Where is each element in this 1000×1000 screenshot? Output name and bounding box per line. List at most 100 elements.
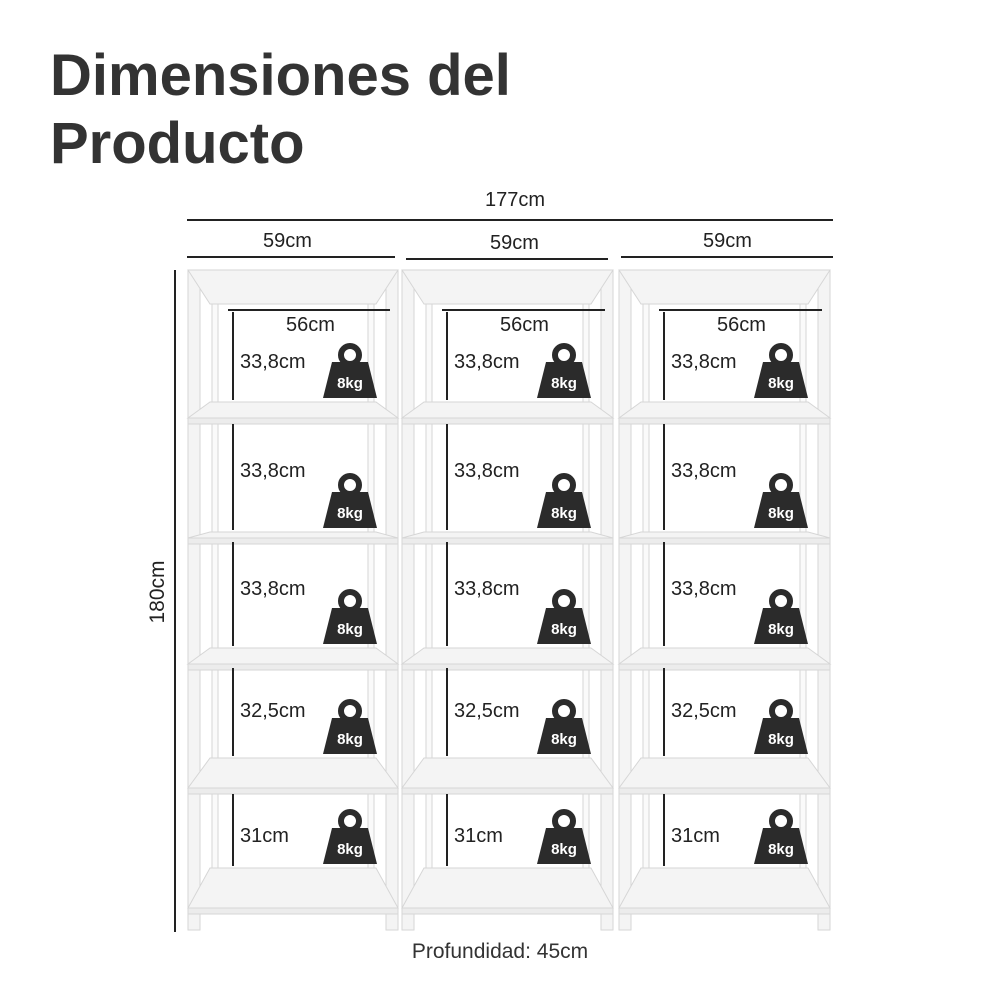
shelf-board-3 bbox=[186, 647, 400, 665]
top-board bbox=[187, 269, 399, 305]
shelf-height-label: 33,8cm bbox=[671, 460, 737, 482]
weight-icon: 8kg bbox=[754, 589, 808, 644]
weight-body bbox=[537, 608, 591, 644]
shelf-edge-3 bbox=[187, 663, 399, 671]
shelf-module-2 bbox=[400, 269, 615, 931]
shelf-board-4 bbox=[187, 757, 399, 789]
weight-body bbox=[537, 492, 591, 528]
shelf-edge-1 bbox=[401, 417, 614, 425]
shelf-edge-4 bbox=[187, 787, 399, 795]
weight-label: 8kg bbox=[337, 621, 363, 638]
shelf-edge-3 bbox=[401, 663, 614, 671]
weight-icon: 8kg bbox=[323, 343, 377, 398]
shelf-height-label: 31cm bbox=[240, 825, 289, 847]
weight-handle bbox=[552, 699, 576, 723]
weight-body bbox=[323, 608, 377, 644]
module-width-line-2 bbox=[406, 258, 608, 260]
weight-label: 8kg bbox=[551, 731, 577, 748]
post-left bbox=[401, 269, 415, 931]
module-width-line-3 bbox=[621, 256, 833, 258]
inner-width-label-1: 56cm bbox=[286, 314, 335, 336]
weight-handle bbox=[338, 473, 362, 497]
weight-handle bbox=[769, 699, 793, 723]
shelf-module-3 bbox=[617, 269, 832, 931]
weight-body bbox=[537, 718, 591, 754]
back-post-left bbox=[425, 299, 433, 911]
depth-label: Profundidad: 45cm bbox=[411, 940, 589, 963]
module-width-label-3: 59cm bbox=[703, 230, 752, 252]
weight-body bbox=[754, 362, 808, 398]
shelf-edge-5 bbox=[618, 907, 831, 915]
shelf-board-3 bbox=[400, 647, 615, 665]
shelf-height-label: 33,8cm bbox=[671, 578, 737, 600]
weight-label: 8kg bbox=[551, 505, 577, 522]
weight-body bbox=[754, 608, 808, 644]
post-left bbox=[618, 269, 632, 931]
weight-body bbox=[754, 828, 808, 864]
shelf-board-1 bbox=[400, 401, 615, 419]
weight-handle bbox=[769, 343, 793, 367]
total-height-line bbox=[174, 270, 176, 932]
inner-width-label-3: 56cm bbox=[717, 314, 766, 336]
shelf-height-label: 33,8cm bbox=[454, 460, 520, 482]
weight-icon: 8kg bbox=[537, 589, 591, 644]
weight-body bbox=[754, 718, 808, 754]
shelf-height-label: 33,8cm bbox=[454, 351, 520, 373]
shelf-height-label: 32,5cm bbox=[240, 700, 306, 722]
shelf-board-1 bbox=[617, 401, 832, 419]
weight-handle bbox=[769, 473, 793, 497]
shelf-height-label: 33,8cm bbox=[240, 460, 306, 482]
weight-icon: 8kg bbox=[323, 809, 377, 864]
weight-label: 8kg bbox=[551, 621, 577, 638]
weight-label: 8kg bbox=[337, 731, 363, 748]
weight-label: 8kg bbox=[337, 375, 363, 392]
inner-width-label-2: 56cm bbox=[500, 314, 549, 336]
post-right bbox=[817, 269, 831, 931]
shelf-height-label: 33,8cm bbox=[240, 351, 306, 373]
shelf-board-3 bbox=[617, 647, 832, 665]
shelving-frame bbox=[186, 269, 832, 931]
shelf-height-label: 32,5cm bbox=[454, 700, 520, 722]
shelf-height-label: 31cm bbox=[454, 825, 503, 847]
shelf-height-label: 31cm bbox=[671, 825, 720, 847]
weight-handle bbox=[338, 589, 362, 613]
total-width-line bbox=[187, 219, 833, 221]
weight-label: 8kg bbox=[551, 841, 577, 858]
weight-handle bbox=[552, 589, 576, 613]
weight-handle bbox=[338, 809, 362, 833]
weight-icon: 8kg bbox=[537, 343, 591, 398]
weight-label: 8kg bbox=[768, 375, 794, 392]
page-title: Dimensiones del Producto bbox=[50, 42, 511, 178]
weight-label: 8kg bbox=[768, 621, 794, 638]
back-post-left bbox=[642, 299, 650, 911]
weight-icon: 8kg bbox=[754, 473, 808, 528]
weight-icon: 8kg bbox=[537, 699, 591, 754]
shelf-board-1 bbox=[186, 401, 400, 419]
shelf-edge-4 bbox=[618, 787, 831, 795]
shelf-height-label: 33,8cm bbox=[454, 578, 520, 600]
top-board bbox=[401, 269, 614, 305]
weight-body bbox=[537, 362, 591, 398]
weight-body bbox=[754, 492, 808, 528]
shelf-edge-1 bbox=[618, 417, 831, 425]
weight-handle bbox=[338, 699, 362, 723]
weight-handle bbox=[552, 343, 576, 367]
weight-body bbox=[537, 828, 591, 864]
shelf-edge-5 bbox=[401, 907, 614, 915]
title-line-2: Producto bbox=[50, 111, 305, 176]
top-board bbox=[618, 269, 831, 305]
back-post-left bbox=[211, 299, 219, 911]
shelf-height-label: 32,5cm bbox=[671, 700, 737, 722]
shelf-board-5 bbox=[618, 867, 831, 909]
weight-label: 8kg bbox=[337, 505, 363, 522]
weight-body bbox=[323, 362, 377, 398]
shelf-board-5 bbox=[401, 867, 614, 909]
weight-handle bbox=[552, 809, 576, 833]
shelf-board-4 bbox=[401, 757, 614, 789]
shelf-edge-2 bbox=[618, 537, 831, 545]
shelf-height-label: 33,8cm bbox=[240, 578, 306, 600]
shelf-edge-1 bbox=[187, 417, 399, 425]
weight-handle bbox=[338, 343, 362, 367]
weight-handle bbox=[552, 473, 576, 497]
weight-icon: 8kg bbox=[537, 473, 591, 528]
